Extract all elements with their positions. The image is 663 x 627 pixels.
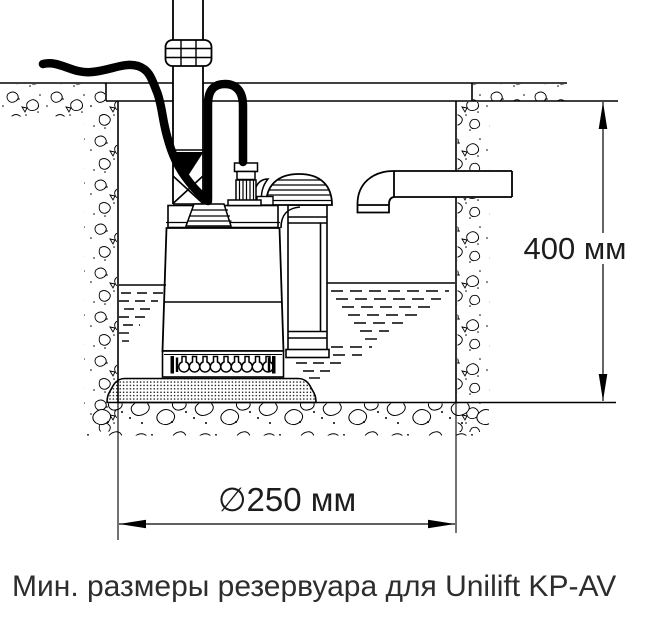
union-facets [165,40,212,66]
float-switch-foot [285,348,330,359]
cables [38,59,248,206]
union-coupling [164,39,213,67]
height-label-backing [514,233,636,264]
inlet-pipe [356,170,513,214]
check-valve-top-triangle [172,152,204,176]
strainer-end-bars [170,356,276,374]
water-level [119,282,455,379]
dimension-diameter: ∅250 мм [119,481,455,529]
float-cable-gland [227,162,262,207]
gland-flange [227,199,262,207]
height-dimension-label: 400 мм [524,231,627,266]
float-bellows-ribs [266,179,332,202]
inlet-pipe-walls [394,170,513,198]
discharge-pipe-assembly [164,0,233,227]
float-switch-cable [203,79,248,204]
tank-wall-right-lower-texture [457,198,490,432]
diameter-dimension-label: ∅250 мм [218,481,356,518]
inlet-elbow-joints [357,171,395,206]
height-arrow-down [598,374,608,401]
tank-wall-left-texture [84,101,117,432]
pump-cowl-arc [280,206,301,229]
float-switch-column [280,204,330,359]
suction-strainer [161,350,285,378]
ground-right-texture [473,84,566,101]
pump-base-plate [106,377,317,404]
tank-outline [0,82,618,540]
cable-clamp-lower [236,170,256,181]
pump-port-connector [184,203,233,227]
diameter-arrow-right [428,519,455,529]
power-cable [38,59,213,206]
tank-wall-right-upper-texture [457,102,490,170]
dimension-extension-lines [117,403,457,540]
float-switch-lines [288,216,327,339]
pump-body [161,227,285,352]
diameter-arrow-left [119,519,146,529]
cover-slab-edges [105,83,473,101]
figure-caption: Мин. размеры резервуара для Unilift KP-A… [12,570,617,603]
check-valve [172,149,204,205]
pump-pit-drawing: 400 мм ∅250 мм [0,0,636,540]
tank-floor-texture [86,403,489,436]
water-ripples-right [331,290,449,356]
height-arrow-up [598,102,608,129]
water-ripples-under-float [296,362,345,379]
water-ripples-left [119,292,163,342]
discharge-pipe-walls [172,0,204,204]
check-valve-cross [172,175,204,205]
dimension-height: 400 мм [514,102,636,401]
soil-texture [0,84,566,436]
inlet-elbow [356,170,395,214]
strainer-slots [178,355,274,373]
